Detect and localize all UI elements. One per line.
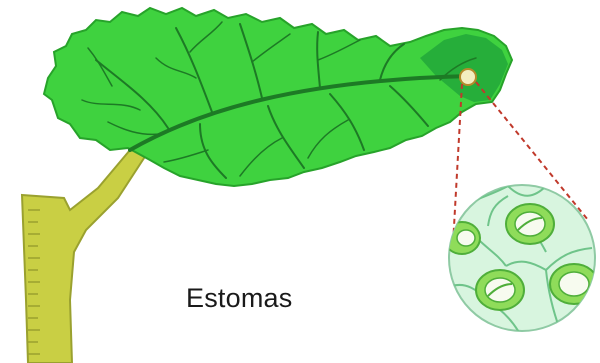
diagram-caption: Estomas — [186, 283, 292, 314]
stoma — [506, 204, 554, 244]
stoma — [476, 270, 524, 310]
stomata-magnified-view — [444, 185, 598, 334]
stem — [22, 150, 148, 363]
magnification-spot — [460, 69, 476, 85]
